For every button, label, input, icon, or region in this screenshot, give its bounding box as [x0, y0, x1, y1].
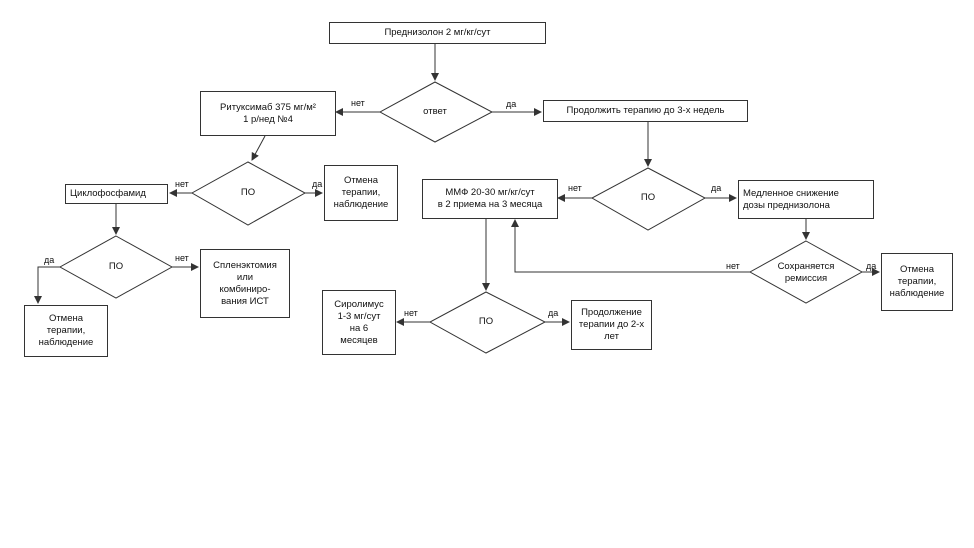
diamond-response [378, 81, 494, 143]
decision-remission-label: Сохраняется ремиссия [777, 261, 835, 284]
diamond-po-3 [590, 167, 707, 231]
decision-po-1-label: ПО [240, 187, 256, 198]
edge-label-po1-yes: да [312, 179, 323, 189]
box-stop-therapy-2: Отмена терапии, наблюдение [24, 305, 108, 357]
box-cyclophosphamide: Циклофосфамид [65, 184, 168, 204]
edge-label-po3-yes: да [711, 183, 722, 193]
box-splenectomy: Спленэктомия или комбиниро- вания ИСТ [200, 249, 290, 318]
edge-label-po3-no: нет [568, 183, 582, 193]
edge-label-po2-no: нет [175, 253, 189, 263]
edge-label-po4-no: нет [404, 308, 418, 318]
decision-po-2-label: ПО [108, 261, 124, 272]
edge-label-response-yes: да [506, 99, 517, 109]
box-mmf: ММФ 20-30 мг/кг/сут в 2 приема на 3 меся… [422, 179, 558, 219]
decision-response-label: ответ [423, 106, 447, 117]
diamond-remission [748, 240, 864, 304]
diamond-po-2 [58, 235, 174, 299]
box-continue-therapy: Продолжить терапию до 3-х недель [543, 100, 748, 122]
box-stop-therapy-3: Отмена терапии, наблюдение [881, 253, 953, 311]
edge-label-po1-no: нет [175, 179, 189, 189]
box-sirolimus: Сиролимус 1-3 мг/сут на 6 месяцев [322, 290, 396, 355]
edge-label-po2-yes: да [44, 255, 55, 265]
edge-label-remission-yes: да [866, 261, 877, 271]
decision-po-3-label: ПО [640, 192, 656, 203]
diamond-po-1 [190, 161, 307, 226]
box-prednisolone: Преднизолон 2 мг/кг/сут [329, 22, 546, 44]
box-slow-taper: Медленное снижение дозы преднизолона [738, 180, 874, 219]
edge-label-po4-yes: да [548, 308, 559, 318]
decision-po-4-label: ПО [478, 316, 494, 327]
box-rituximab: Ритуксимаб 375 мг/м² 1 р/нед №4 [200, 91, 336, 136]
box-stop-therapy-1: Отмена терапии, наблюдение [324, 165, 398, 221]
diamond-po-4 [428, 291, 547, 354]
box-continue-2y: Продолжение терапии до 2-х лет [571, 300, 652, 350]
edge-label-remission-no: нет [726, 261, 740, 271]
edge-label-response-no: нет [351, 98, 365, 108]
